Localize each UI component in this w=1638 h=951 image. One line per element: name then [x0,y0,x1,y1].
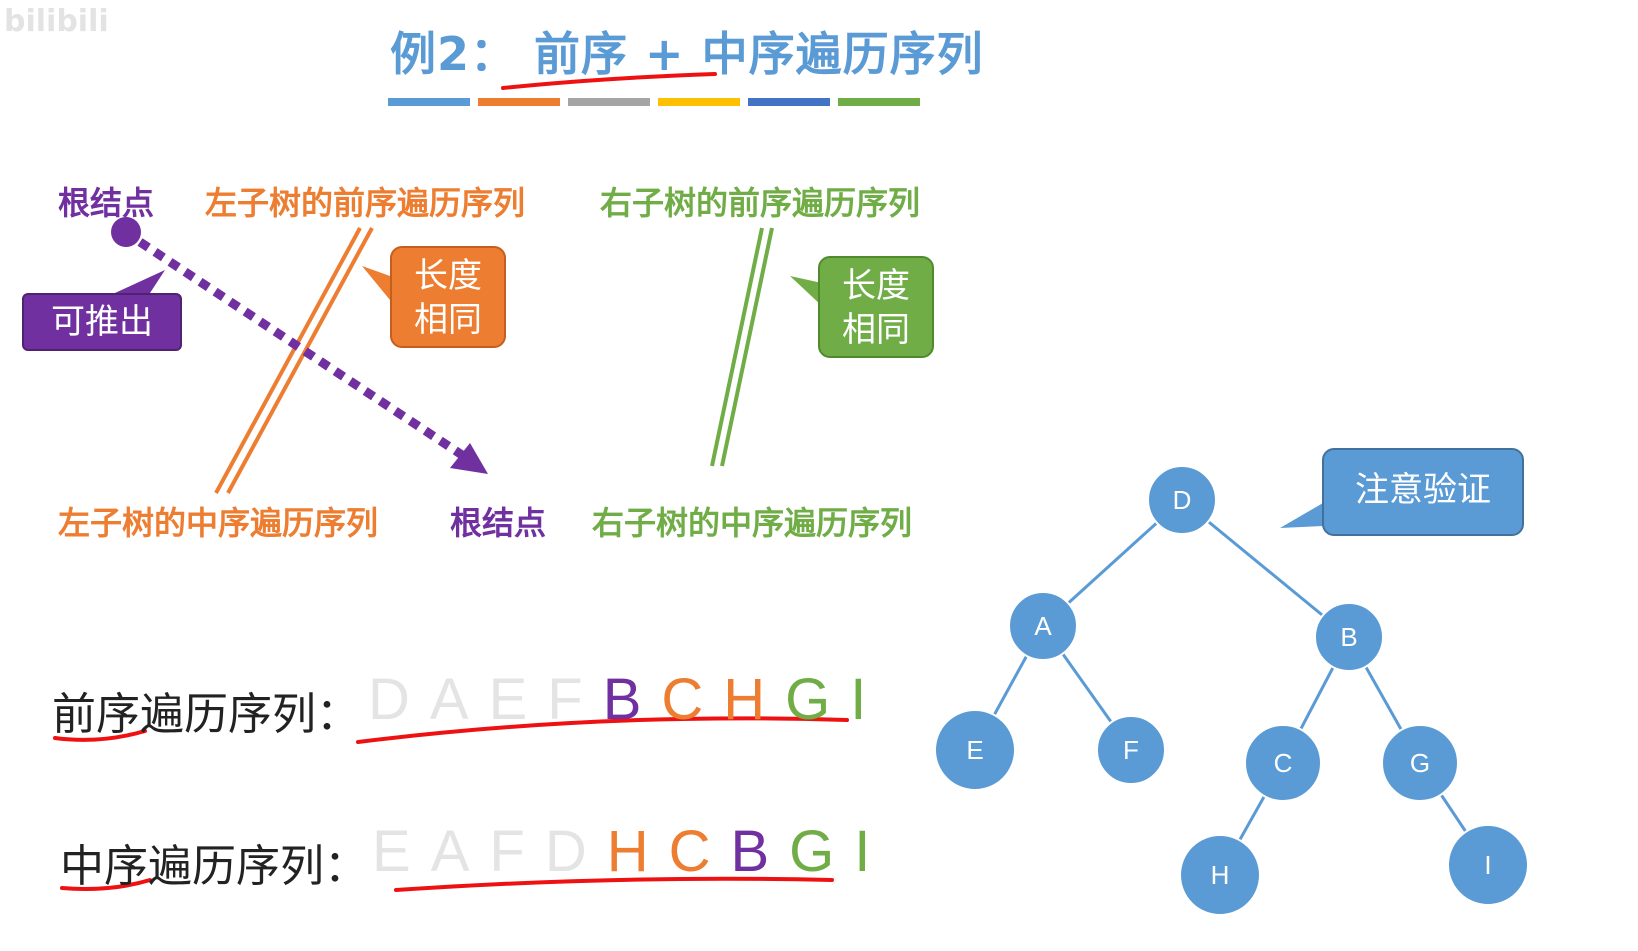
preorder-letter: G [785,667,837,732]
inorder-letter: A [430,819,476,884]
left-preorder-label: 左子树的前序遍历序列 [205,184,526,222]
tree-node-B: B [1314,602,1384,672]
inorder-letter: I [854,819,877,884]
preorder-letter: I [850,667,873,732]
color-bar [388,98,928,108]
preorder-letter: A [429,667,475,732]
tree-node-circle [1381,724,1459,802]
root-dot [111,217,141,247]
color-bar-segment [658,98,740,106]
right-preorder-label: 右子树的前序遍历序列 [600,184,921,222]
tree-node-circle [1096,715,1166,785]
tree-node-F: F [1096,715,1166,785]
orange-length-callout: 长度 相同 [390,246,506,348]
preorder-letter: D [368,667,416,732]
bottom-root-label: 根结点 [450,504,547,542]
preorder-letter: H [723,667,772,732]
tree-node-circle [1008,591,1078,661]
derive-callout: 可推出 [22,293,182,351]
tree-node-label: A [1034,611,1052,641]
watermark: bilibili [4,4,109,39]
inorder-letter: F [489,819,531,884]
color-bar-segment [478,98,560,106]
root-arrow-head [450,443,488,474]
tree-node-G: G [1381,724,1459,802]
inorder-letter: B [730,819,776,884]
inorder-letter: H [606,819,655,884]
slide-title: 例2： 前序 + 中序遍历序列 [390,27,984,81]
left-inorder-label: 左子树的中序遍历序列 [58,504,379,542]
top-root-label: 根结点 [58,184,155,222]
tree-node-circle [1244,724,1322,802]
tree-node-label: C [1274,748,1293,778]
preorder-letter: E [488,667,534,732]
preorder-letter: B [602,667,648,732]
tree-node-H: H [1179,834,1261,916]
verify-callout: 注意验证 [1322,448,1524,536]
color-bar-segment [568,98,650,106]
color-bar-segment [838,98,920,106]
tree-node-label: E [966,735,983,765]
tree-node-C: C [1244,724,1322,802]
tree-node-D: D [1147,465,1217,535]
green-line-2 [720,227,774,467]
green-line-1 [710,227,764,467]
preorder-letter: C [661,667,710,732]
orange-line-2 [226,227,374,494]
preorder-label-underline [53,729,147,742]
color-bar-segment [748,98,830,106]
tree-node-label: I [1484,850,1491,880]
right-inorder-label: 右子树的中序遍历序列 [592,504,913,542]
tree-node-A: A [1008,591,1078,661]
tree-node-I: I [1447,824,1529,906]
inorder-seq-underline [394,876,834,892]
tree-node-label: F [1123,735,1139,765]
tree-node-circle [1179,834,1261,916]
preorder-label: 前序遍历序列： [52,689,360,740]
tree-node-circle [1314,602,1384,672]
orange-line-1 [214,227,362,494]
tree-node-label: D [1173,485,1192,515]
color-bar-segment [388,98,470,106]
inorder-letter: D [544,819,593,884]
inorder-label: 中序遍历序列： [60,841,368,892]
tree-node-circle [1147,465,1217,535]
inorder-label-underline [60,878,152,891]
preorder-seq-underline [356,716,849,744]
inorder-letter: G [789,819,841,884]
green-length-callout: 长度 相同 [818,256,934,358]
inorder-letter: E [372,819,417,884]
tree-node-label: B [1340,622,1357,652]
title-underline [501,72,717,90]
tree-edge-D-B [1181,498,1350,639]
tree-node-circle [1447,824,1529,906]
tree-node-label: G [1410,748,1430,778]
inorder-letter: C [668,819,717,884]
preorder-letter: F [547,667,589,732]
tree-node-circle [934,709,1016,791]
tree-node-E: E [934,709,1016,791]
tree-node-label: H [1211,860,1230,890]
